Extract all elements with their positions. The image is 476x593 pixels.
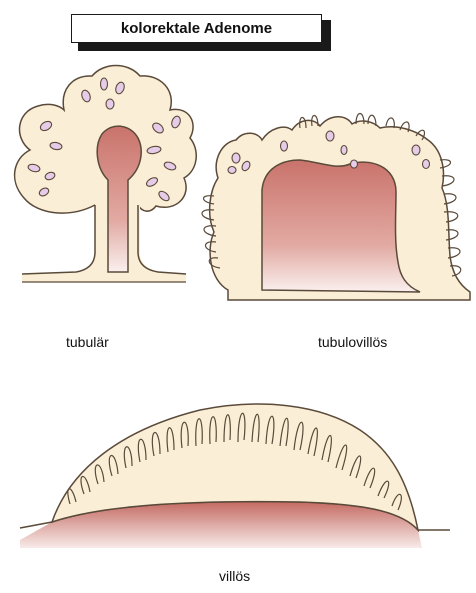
- label-tubulovillous: tubulovillös: [318, 334, 387, 350]
- villous-adenoma: [20, 404, 450, 548]
- label-tubular: tubulär: [66, 334, 109, 350]
- tubular-stalk: [22, 200, 186, 282]
- label-villous: villös: [219, 568, 250, 584]
- tubular-adenoma: [15, 66, 197, 283]
- tubulovillous-adenoma: [202, 114, 470, 301]
